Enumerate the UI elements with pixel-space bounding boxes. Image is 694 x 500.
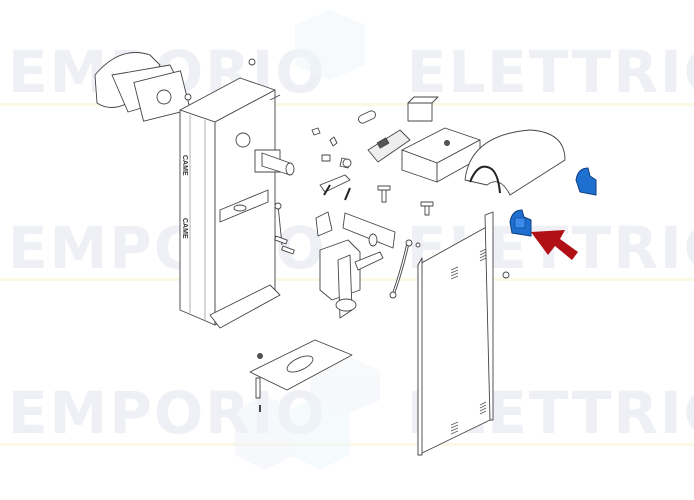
lamp-head-cover bbox=[94, 52, 191, 122]
gearmotor bbox=[315, 211, 361, 319]
came-logo: CAME bbox=[181, 155, 188, 176]
control-board bbox=[367, 129, 411, 163]
balancing-link bbox=[389, 239, 413, 299]
output-shaft bbox=[254, 149, 295, 176]
watermark-underline-1 bbox=[0, 103, 694, 106]
screw-icon bbox=[248, 58, 256, 66]
front-panel bbox=[417, 211, 494, 456]
transformer bbox=[407, 96, 439, 122]
top-cover bbox=[464, 129, 566, 196]
mounting-bracket bbox=[342, 212, 396, 271]
came-logo: CAME bbox=[181, 218, 188, 239]
anchor-plate bbox=[249, 339, 353, 412]
screw-icon bbox=[184, 93, 192, 101]
red-arrow-pointer bbox=[531, 230, 578, 260]
end-cap-bottom-highlighted bbox=[509, 209, 532, 237]
control-box bbox=[401, 127, 481, 183]
watermark-hexagons bbox=[235, 10, 380, 470]
capacitor bbox=[358, 110, 376, 124]
watermark-word-elettrico: ELETTRICO bbox=[406, 38, 694, 106]
end-cap-top bbox=[575, 167, 597, 196]
barrier-cabinet bbox=[179, 77, 281, 329]
small-hardware bbox=[274, 127, 510, 279]
